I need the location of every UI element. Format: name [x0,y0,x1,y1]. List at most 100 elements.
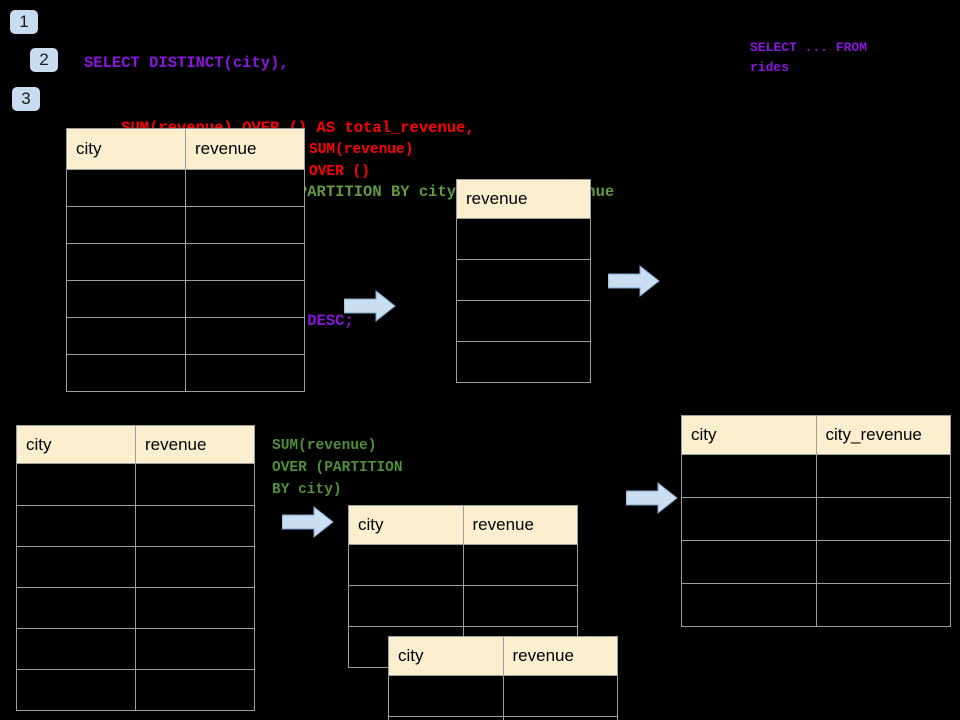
table-cell [462,544,578,586]
table-cell [456,341,591,383]
table-cell [16,669,136,711]
table-cell [135,463,255,506]
table-source-bottom-body: city revenue [16,425,255,711]
table-cell [185,206,305,244]
arrow-total-to-result [608,264,660,298]
table-cell [815,454,951,498]
table-cell [66,243,186,281]
table-header-row: revenue [456,179,591,219]
table-row [16,587,255,629]
table-cell [16,628,136,670]
column-header-city: city [348,505,464,545]
table-source-top-body: city revenue [66,128,305,392]
table-cell [815,583,951,627]
table-row [681,497,951,541]
table-row [388,716,618,720]
table-result: city city_revenue [681,415,951,627]
column-header-city: city [681,415,817,455]
table-partition-group-b: city revenue [388,636,618,720]
table-row [681,454,951,498]
table-row [66,243,305,281]
table-cell [348,544,464,586]
table-cell [681,583,817,627]
table-row [456,341,591,383]
table-row [348,585,578,627]
table-row [16,628,255,670]
table-cell [66,280,186,318]
table-cell [185,317,305,355]
table-row [456,218,591,260]
table-total-revenue: revenue [456,179,591,383]
table-cell [681,497,817,541]
column-header-revenue: revenue [456,179,591,219]
table-cell [66,169,186,207]
table-cell [185,243,305,281]
annotation-over-empty: SUM(revenue) OVER () [309,142,414,180]
table-cell [462,585,578,627]
table-cell [66,317,186,355]
table-row [681,540,951,584]
table-row [388,675,618,717]
column-header-revenue: revenue [135,425,255,464]
table-row [16,463,255,506]
annotation-over-partition: SUM(revenue) OVER (PARTITION BY city) [272,438,403,498]
table-cell [185,169,305,207]
column-header-city: city [66,128,186,170]
table-cell [135,587,255,629]
table-row [66,206,305,244]
table-cell [135,546,255,588]
table-partition-group-b-body: city revenue [388,636,618,720]
column-header-revenue: revenue [502,636,618,676]
step-badge-2[interactable]: 2 [30,48,58,72]
column-header-revenue: revenue [185,128,305,170]
select-from-rides-note: SELECT ... FROM rides [750,40,868,75]
table-row [66,317,305,355]
table-header-row: city revenue [388,636,618,676]
arrow-partition-to-result [626,481,678,515]
table-cell [502,716,618,720]
table-partition-group-a: city revenue [348,505,578,668]
step-badge-1[interactable]: 1 [10,10,38,34]
table-result-body: city city_revenue [681,415,951,627]
table-cell [456,300,591,342]
table-row [66,280,305,318]
table-header-row: city revenue [16,425,255,464]
table-row [348,544,578,586]
table-cell [135,628,255,670]
table-row [456,300,591,342]
table-cell [456,259,591,301]
table-header-row: city revenue [66,128,305,170]
column-header-city: city [388,636,504,676]
table-cell [16,505,136,547]
table-cell [388,716,504,720]
table-cell [135,505,255,547]
table-cell [16,587,136,629]
table-row [16,505,255,547]
table-cell [16,546,136,588]
table-cell [185,354,305,392]
table-cell [66,354,186,392]
table-cell [815,497,951,541]
column-header-city: city [16,425,136,464]
table-cell [185,280,305,318]
column-header-revenue: revenue [462,505,578,545]
table-cell [348,585,464,627]
table-source-bottom: city revenue [16,425,255,711]
table-row [66,354,305,392]
arrow-source-to-partition [282,505,334,539]
table-partition-group-a-body: city revenue [348,505,578,668]
table-cell [388,675,504,717]
table-cell [815,540,951,584]
table-header-row: city revenue [348,505,578,545]
table-cell [681,540,817,584]
table-row [681,583,951,627]
column-header-city-revenue: city_revenue [815,415,951,455]
table-row [66,169,305,207]
table-row [456,259,591,301]
table-row [16,546,255,588]
table-header-row: city city_revenue [681,415,951,455]
arrow-source-to-total [344,289,396,323]
step-badge-3[interactable]: 3 [12,87,40,111]
table-total-revenue-body: revenue [456,179,591,383]
